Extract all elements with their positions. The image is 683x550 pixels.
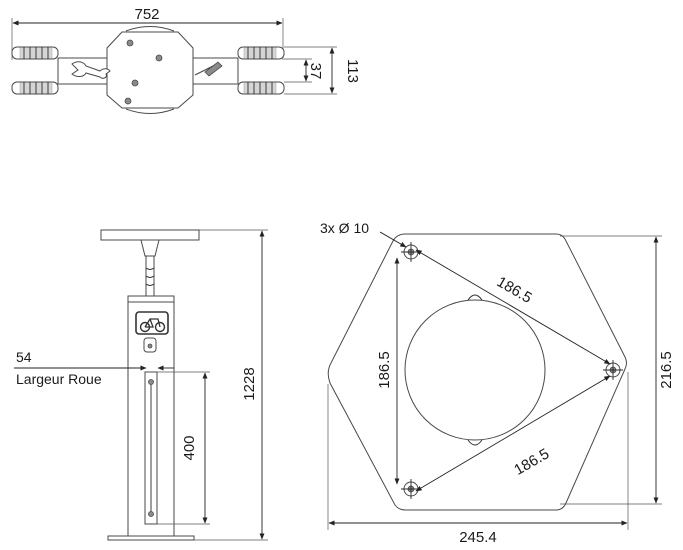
mount-hole-right <box>603 360 623 380</box>
bicycle-icon <box>135 311 169 335</box>
wheel-width-value: 54 <box>16 349 32 365</box>
side-shaft <box>145 255 155 297</box>
top-width-dimension-label: 752 <box>134 6 159 23</box>
hub-bolt-center <box>131 79 139 87</box>
side-slot-dimension-label: 400 <box>181 435 198 460</box>
hub-bolt-top-left <box>126 39 134 47</box>
side-collar <box>127 295 175 303</box>
base-plate-center-hole <box>404 299 546 441</box>
pitch-dimension-line-bottom <box>415 375 611 492</box>
right-grip-bottom <box>237 81 285 95</box>
side-air-socket-hole <box>147 343 153 349</box>
top-inner-dimension-label: 37 <box>307 63 324 80</box>
hub-bottom-curve <box>125 108 175 114</box>
side-height-dimension-label: 1228 <box>241 367 258 400</box>
pitch-dimension-line-top <box>415 249 611 365</box>
wheel-width-caption: Largeur Roue <box>16 371 102 387</box>
side-cable-coil <box>145 267 155 286</box>
side-slot-bolt-top <box>148 379 154 385</box>
plate-height-dimension-label: 216.5 <box>658 351 675 389</box>
pitch-dimension-label-left: 186.5 <box>376 351 393 389</box>
right-grip-top <box>237 46 285 60</box>
left-grip-bottom <box>11 81 59 95</box>
side-handlebar <box>100 229 200 241</box>
holes-callout-label: 3x Ø 10 <box>320 220 369 236</box>
left-grip-top <box>11 46 59 60</box>
hub-bolt-right <box>155 54 163 62</box>
side-handle-joint <box>140 239 160 257</box>
plate-width-dimension-label: 245.4 <box>459 529 497 546</box>
hub-top-curve <box>125 26 175 32</box>
mount-hole-top <box>401 242 421 262</box>
holes-callout-leader <box>379 231 407 248</box>
side-view: 1228 400 54 Largeur Roue <box>14 229 268 541</box>
screwdriver-icon <box>194 61 223 77</box>
top-height-dimension-label: 113 <box>344 59 361 83</box>
plate-view: 186.5 186.5 186.5 3x Ø 10 216.5 245.4 <box>320 220 675 546</box>
mount-hole-bottom <box>401 479 421 499</box>
side-slot-bolt-bottom <box>148 511 154 517</box>
top-view: 752 <box>11 6 361 114</box>
hub-bolt-bottom <box>124 97 132 105</box>
side-base-plate <box>107 535 195 541</box>
hub-plate <box>106 31 194 109</box>
wrench-icon <box>71 61 111 79</box>
